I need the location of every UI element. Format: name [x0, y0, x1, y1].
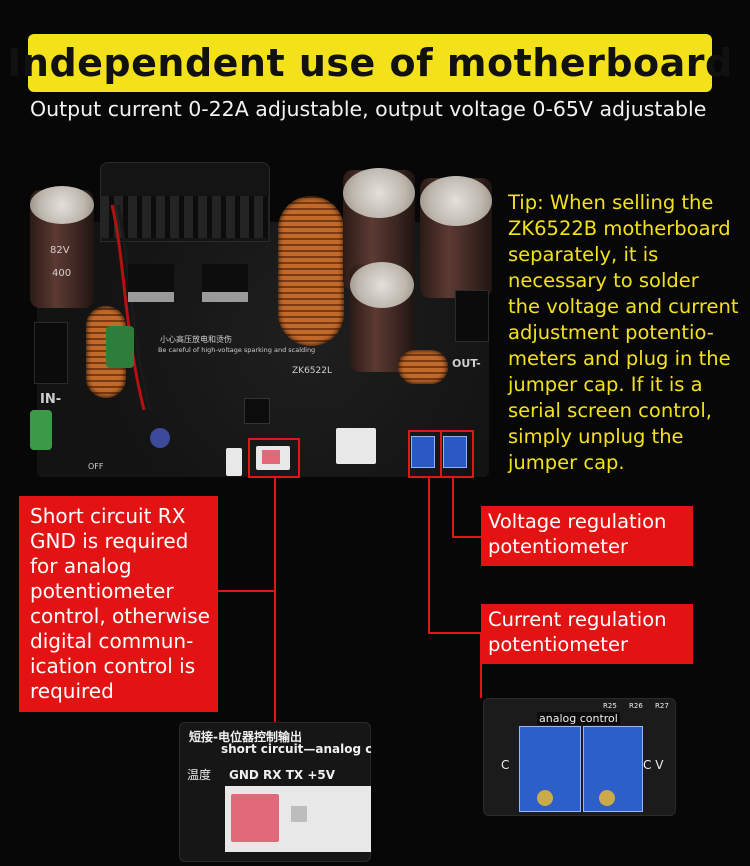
inset-ref-2: R26: [629, 702, 643, 710]
current-callout: Current regulation potentiometer: [481, 604, 693, 664]
cap-print-1: 82V: [50, 245, 70, 256]
inset-analog-label: analog control: [537, 712, 620, 725]
inset-cv-label: C V: [643, 758, 664, 772]
voltage-pot-highlight: [440, 430, 474, 478]
off-label: OFF: [88, 462, 104, 471]
leader-line-current-down: [480, 632, 482, 698]
jumper-closeup-inset: 短接-电位器控制输出 short circuit—analog co 温度 GN…: [179, 722, 371, 862]
inset-c-label: C: [501, 758, 510, 772]
warning-en: Be careful of high-voltage sparking and …: [158, 346, 316, 354]
inset-en-line: short circuit—analog co: [221, 742, 371, 756]
inset-cn-line: 短接-电位器控制输出: [189, 730, 302, 744]
mosfet-2: [202, 264, 248, 302]
inset-ref-3: R27: [655, 702, 669, 710]
warning-cn: 小心高压放电和烫伤: [160, 335, 232, 344]
capacitor-right-1-top: [343, 168, 415, 218]
leader-line-current-h: [428, 632, 482, 634]
output-coil: [398, 350, 448, 384]
inductor-coil: [278, 196, 344, 346]
pot-closeup-inset: analog control C C V R25 R26 R27: [483, 698, 676, 816]
output-terminal: [455, 290, 489, 342]
inset-pin-labels: GND RX TX +5V: [229, 768, 336, 782]
tip-text: Tip: When selling the ZK6522B motherboar…: [508, 191, 739, 474]
voltage-potentiometer: [443, 436, 467, 468]
title-banner: Independent use of motherboard: [7, 34, 732, 92]
input-terminal: [34, 322, 68, 384]
green-film-capacitor: [106, 326, 134, 368]
page-title: Independent use of motherboard: [7, 41, 733, 85]
leader-line-jumper-h: [218, 590, 276, 592]
voltage-callout: Voltage regulation potentiometer: [481, 506, 693, 566]
leader-line-voltage-h: [452, 536, 482, 538]
inset-current-screw: [537, 790, 553, 806]
inset-temp-label: 温度: [187, 768, 212, 782]
inset-jumper-cap: [231, 794, 279, 842]
leader-line-voltage: [452, 476, 454, 538]
inset-voltage-screw: [599, 790, 615, 806]
in-label: IN-: [40, 392, 62, 407]
mosfet-1: [128, 264, 174, 302]
jumper-cap: [262, 450, 280, 464]
connector-small: [226, 448, 242, 476]
blue-capacitor: [150, 428, 170, 448]
model-label: ZK6522L: [292, 366, 332, 376]
current-potentiometer: [411, 436, 435, 468]
capacitor-right-3-top: [350, 262, 414, 308]
small-green-capacitor: [30, 410, 52, 450]
out-label: OUT-: [452, 357, 481, 370]
inset-pin: [291, 806, 307, 822]
leader-line-current: [428, 476, 430, 634]
page-subtitle: Output current 0-22A adjustable, output …: [30, 97, 707, 121]
heatsink-fins: [100, 196, 270, 238]
inset-ref-1: R25: [603, 702, 617, 710]
ic-chip: [244, 398, 270, 424]
cap-print-2: 400: [52, 268, 72, 279]
short-circuit-callout: Short circuit RX GND is required for ana…: [19, 496, 218, 712]
serial-connector: [336, 428, 376, 464]
leader-line-jumper: [274, 476, 276, 722]
capacitor-right-2-top: [420, 176, 492, 226]
capacitor-left-top: [30, 186, 94, 224]
